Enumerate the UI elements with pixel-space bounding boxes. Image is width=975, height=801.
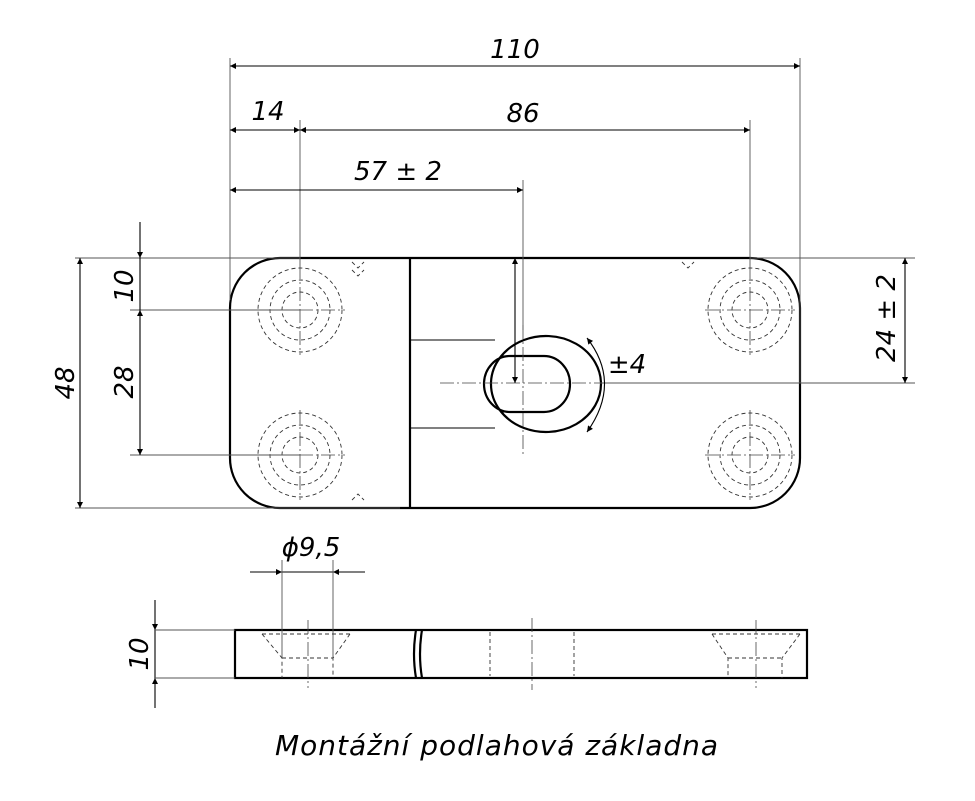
dim-rotation: ±4	[608, 350, 646, 380]
dim-side-tolerance: 24 ± 2	[872, 274, 902, 362]
extension-lines	[75, 58, 915, 509]
dimension-texts: 110 14 86 57 ± 2 48 10 28 24 ± 2 ±4 ϕ9,5…	[51, 35, 902, 671]
notch-top-left	[351, 261, 365, 277]
dim-center-position: 57 ± 2	[354, 157, 442, 187]
dim-hole-diameter: ϕ9,5	[282, 533, 341, 563]
dim-height: 48	[51, 366, 81, 399]
dim-overall-length: 110	[490, 35, 540, 65]
notch-bottom-left	[351, 493, 365, 501]
rotating-insert	[482, 334, 603, 434]
dim-thickness: 10	[125, 637, 155, 670]
dim-hole-vertical-spacing: 28	[110, 365, 140, 398]
notch-top-right	[681, 261, 695, 269]
drawing-title: Montážní podlahová základna	[275, 729, 719, 762]
dim-hole-offset: 14	[251, 97, 284, 127]
dim-top-offset: 10	[110, 269, 140, 302]
dim-hole-spacing: 86	[506, 99, 539, 129]
dimension-lines	[77, 63, 908, 708]
side-view	[155, 560, 809, 690]
side-outline	[233, 628, 809, 680]
top-view	[228, 256, 802, 510]
